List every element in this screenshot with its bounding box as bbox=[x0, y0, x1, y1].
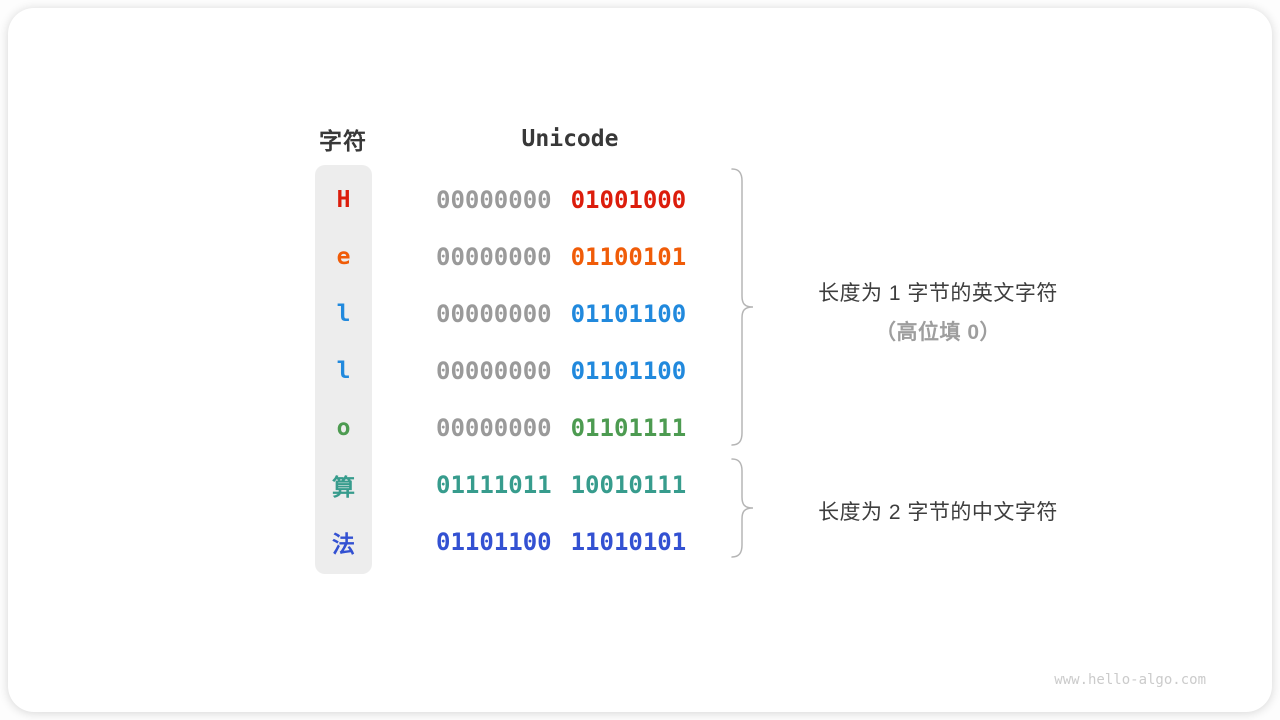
annotation-line: 长度为 2 字节的中文字符 bbox=[818, 501, 1058, 524]
annotation-chinese-chars: 长度为 2 字节的中文字符 bbox=[756, 496, 1120, 526]
char-cell-o: o bbox=[336, 414, 351, 441]
byte-low: 01101100 bbox=[570, 299, 687, 328]
diagram-card: 字符 Unicode H 00000000 01001000 e 0000000… bbox=[8, 8, 1272, 712]
byte-high: 00000000 bbox=[436, 185, 552, 214]
brace-1-byte-group-icon bbox=[731, 168, 754, 446]
unicode-cell-suan: 01111011 10010111 bbox=[436, 456, 704, 513]
unicode-cell-l1: 00000000 01101100 bbox=[436, 285, 704, 342]
brace-2-byte-group-icon bbox=[731, 458, 754, 558]
byte-low: 01101111 bbox=[570, 413, 687, 442]
byte-high: 01101100 bbox=[436, 527, 552, 556]
byte-high: 01111011 bbox=[436, 470, 552, 499]
watermark-url: www.hello-algo.com bbox=[1054, 672, 1206, 688]
unicode-cell-h: 00000000 01001000 bbox=[436, 171, 704, 228]
unicode-cell-e: 00000000 01100101 bbox=[436, 228, 704, 285]
unicode-cell-o: 00000000 01101111 bbox=[436, 399, 704, 456]
unicode-cell-fa: 01101100 11010101 bbox=[436, 513, 704, 570]
char-column-background bbox=[315, 165, 372, 574]
annotation-english-chars: 长度为 1 字节的英文字符 （高位填 0） bbox=[756, 277, 1120, 346]
byte-low: 10010111 bbox=[570, 470, 687, 499]
annotation-subline: （高位填 0） bbox=[874, 321, 1001, 344]
byte-high: 00000000 bbox=[436, 413, 552, 442]
char-cell-l1: l bbox=[336, 300, 351, 327]
unicode-column-header: Unicode bbox=[521, 126, 619, 152]
byte-low: 01101100 bbox=[570, 356, 687, 385]
byte-low: 01100101 bbox=[570, 242, 687, 271]
byte-low: 11010101 bbox=[570, 527, 687, 556]
char-cell-suan: 算 bbox=[332, 474, 355, 501]
byte-low: 01001000 bbox=[570, 185, 687, 214]
char-cell-e: e bbox=[336, 243, 351, 270]
annotation-line: 长度为 1 字节的英文字符 bbox=[818, 282, 1058, 305]
char-cell-fa: 法 bbox=[332, 531, 355, 558]
unicode-cell-l2: 00000000 01101100 bbox=[436, 342, 704, 399]
char-column-header: 字符 bbox=[319, 128, 367, 154]
byte-high: 00000000 bbox=[436, 242, 552, 271]
byte-high: 00000000 bbox=[436, 356, 552, 385]
char-cell-l2: l bbox=[336, 357, 351, 384]
char-cell-h: H bbox=[336, 186, 351, 213]
byte-high: 00000000 bbox=[436, 299, 552, 328]
